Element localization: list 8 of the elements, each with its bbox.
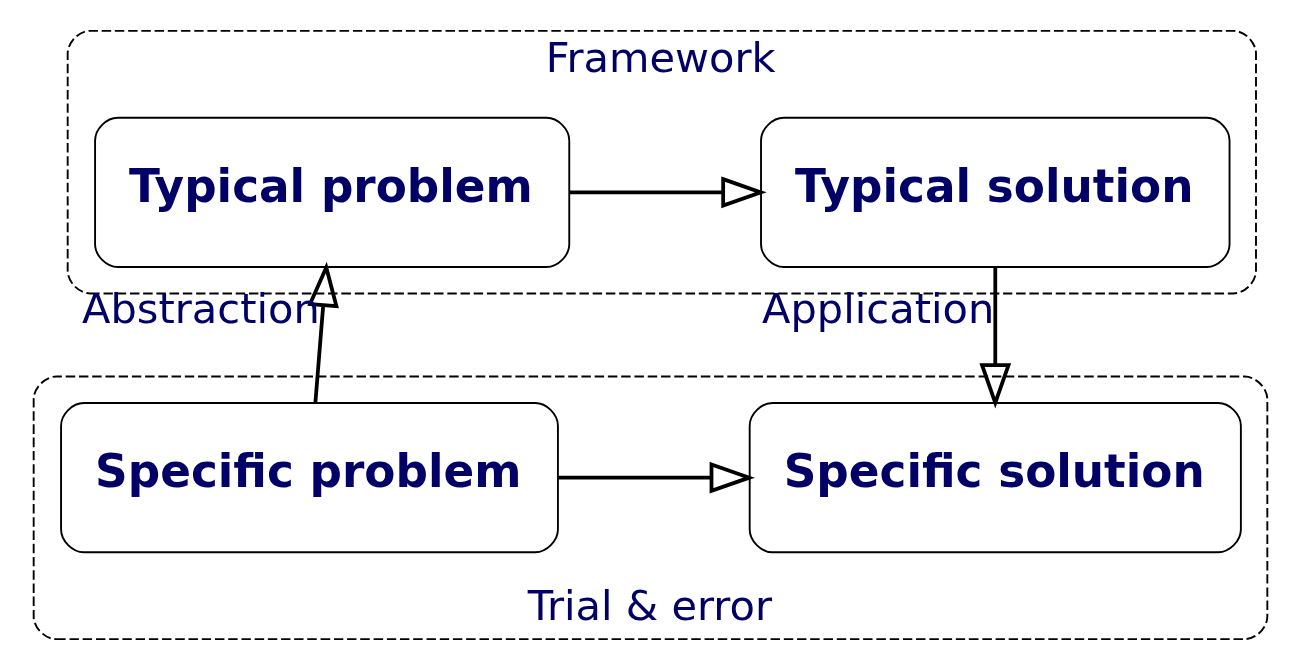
- arrow: [569, 176, 767, 209]
- node-box: Typical problem: [94, 116, 571, 268]
- arrow: [307, 261, 339, 404]
- node-box: Specific problem: [60, 402, 559, 554]
- node-box: Specific solution: [748, 402, 1242, 554]
- node-box: Typical solution: [760, 116, 1231, 268]
- arrow: [557, 461, 755, 494]
- arrow: [979, 267, 1012, 409]
